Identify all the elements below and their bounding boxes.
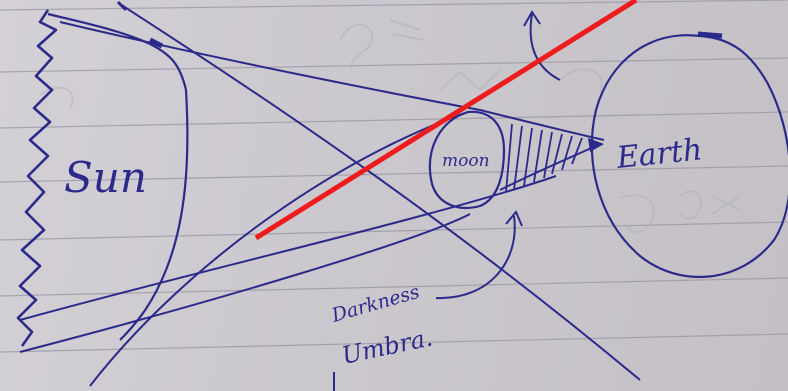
moon-label: moon xyxy=(442,151,490,171)
ruled-line xyxy=(0,111,788,129)
ray-upper xyxy=(59,21,481,111)
ruled-line xyxy=(0,165,788,183)
sun-label: Sun xyxy=(64,153,147,202)
earth-mark xyxy=(697,31,723,39)
earth-outline xyxy=(590,34,788,279)
moon-outline xyxy=(428,110,506,210)
earth-label: Earth xyxy=(614,132,704,176)
sun-outline xyxy=(16,9,58,347)
umbra-label-line2: Umbra. xyxy=(339,323,435,369)
ray-long-lower xyxy=(19,213,471,353)
ruled-line xyxy=(0,333,788,353)
ray-crossing-down xyxy=(119,3,641,381)
ray-crossing-up xyxy=(89,111,469,387)
bleed-through xyxy=(39,19,741,233)
umbra-pointer xyxy=(435,210,523,300)
sun-outline-top xyxy=(47,12,188,91)
ruled-lines xyxy=(0,0,788,353)
umbra-top-edge xyxy=(479,109,605,141)
ruled-line xyxy=(0,0,788,11)
ruled-line xyxy=(0,57,788,73)
ruled-line xyxy=(0,277,788,297)
curved-arrow-icon xyxy=(523,10,561,81)
light-rays xyxy=(19,3,641,387)
sun-outline-right xyxy=(119,89,189,341)
red-strike-line xyxy=(254,0,638,241)
umbra-hatching xyxy=(505,123,583,193)
ruled-line xyxy=(0,221,788,241)
ray-lower xyxy=(19,175,557,321)
